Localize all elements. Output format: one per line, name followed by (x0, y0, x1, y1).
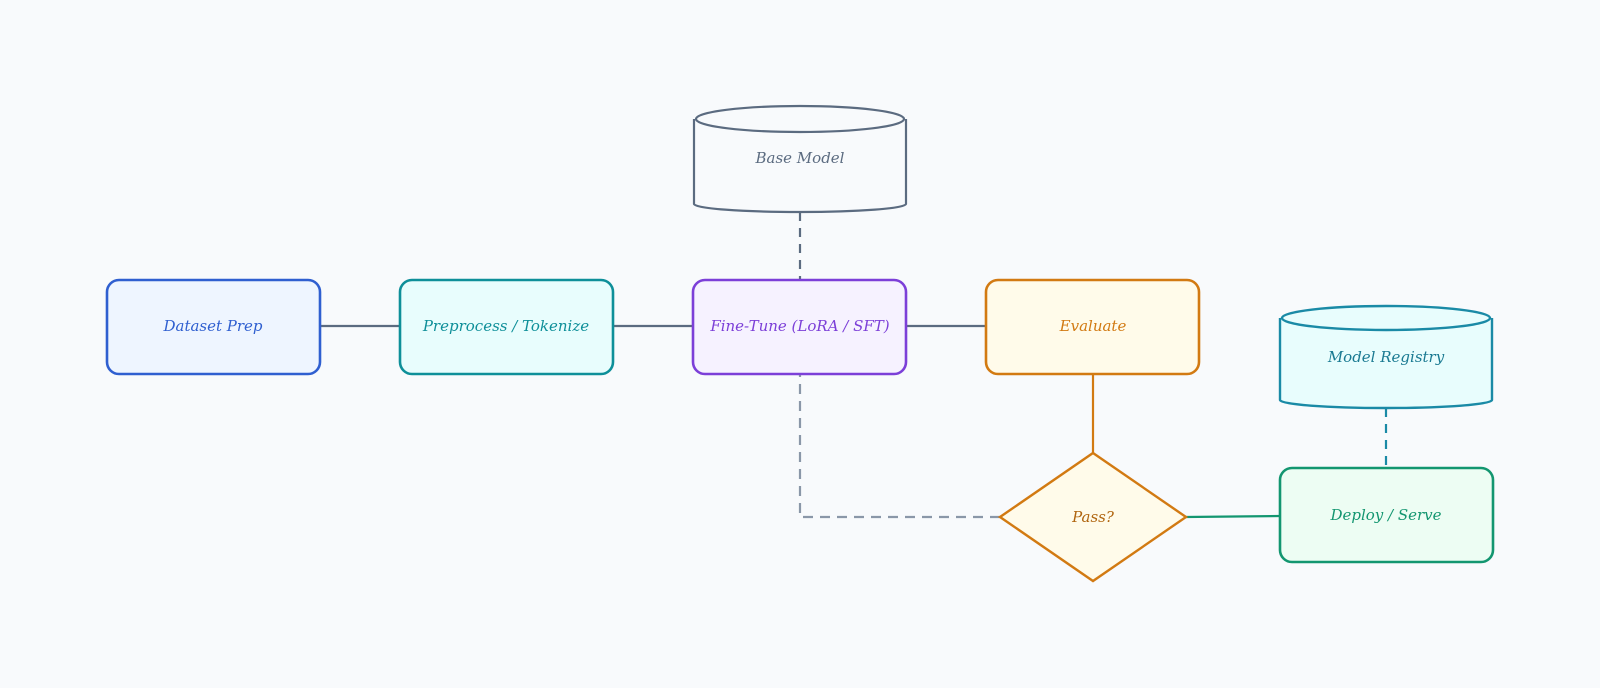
node-deploy-label: Deploy / Serve (1329, 506, 1441, 524)
edge-pass-deploy (1185, 514, 1281, 519)
node-pass-decision[interactable]: Pass? (997, 451, 1189, 583)
node-dataset-prep-box (105, 278, 322, 376)
node-preprocess-box (398, 278, 615, 376)
node-model-registry-top (1280, 304, 1492, 332)
node-preprocess-label: Preprocess / Tokenize (422, 317, 589, 335)
node-base-model-top (694, 104, 906, 134)
node-pass-label: Pass? (1071, 508, 1115, 526)
node-base-model-body (692, 119, 908, 214)
edge-pass-finetune-loop (798, 374, 1000, 519)
node-base-model[interactable]: Base Model (692, 104, 908, 214)
node-model-registry[interactable]: Model Registry (1278, 304, 1494, 410)
node-model-registry-label: Model Registry (1327, 348, 1445, 366)
node-deploy[interactable]: Deploy / Serve (1278, 466, 1495, 564)
node-fine-tune[interactable]: Fine-Tune (LoRA / SFT) (691, 278, 908, 376)
node-fine-tune-label: Fine-Tune (LoRA / SFT) (709, 317, 889, 335)
node-dataset-prep-label: Dataset Prep (162, 317, 262, 335)
node-evaluate[interactable]: Evaluate (984, 278, 1201, 376)
node-dataset-prep[interactable]: Dataset Prep (105, 278, 322, 376)
node-deploy-box (1278, 466, 1495, 564)
node-preprocess[interactable]: Preprocess / Tokenize (398, 278, 615, 376)
node-model-registry-body (1278, 318, 1494, 410)
node-evaluate-box (984, 278, 1201, 376)
node-evaluate-label: Evaluate (1059, 317, 1127, 335)
node-pass-diamond (997, 451, 1189, 583)
node-base-model-label: Base Model (755, 149, 845, 167)
node-fine-tune-box (691, 278, 908, 376)
